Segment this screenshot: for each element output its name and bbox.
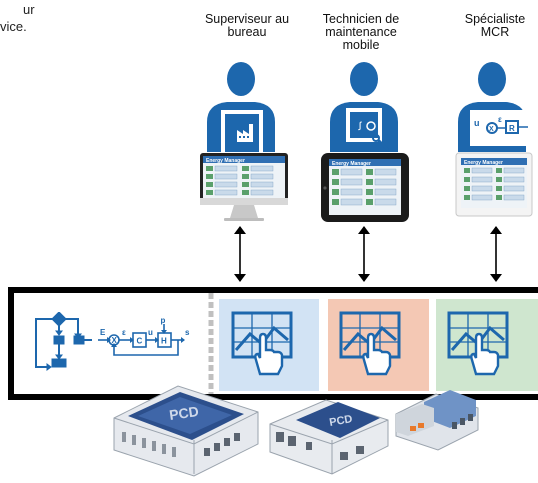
touch-screen-icon [230, 310, 296, 381]
tablet: Energy Manager [320, 152, 410, 224]
intro-line: vice. [0, 19, 27, 34]
role-label-line: maintenance [325, 25, 397, 39]
intro-line: ur [23, 2, 35, 17]
controller-hardware-modules [392, 386, 482, 459]
double-arrow-icon [356, 224, 372, 284]
supervisor-person-icon [205, 60, 281, 152]
svg-text:R: R [509, 124, 515, 133]
role-label-line: MCR [480, 25, 510, 39]
intro-text: ur vice. [0, 1, 60, 35]
technician-person-icon: ꭍ [326, 60, 402, 152]
controller-hardware-large: PCD [108, 378, 266, 483]
control-logic-diagram: E X ε C u p H s [30, 312, 208, 376]
screen-title: Energy Manager [464, 160, 503, 166]
role-label-supervisor: Superviseur au bureau [188, 13, 306, 39]
role-label-line: Superviseur au [204, 12, 290, 26]
role-label-line: bureau [227, 25, 267, 39]
svg-text:PCD: PCD [168, 403, 200, 423]
desktop-monitor: Energy Manager [198, 152, 290, 222]
block-label: X [112, 336, 118, 345]
controller-hardware-medium: PCD [266, 390, 394, 483]
svg-text:u: u [474, 118, 480, 128]
screen-title: Energy Manager [332, 161, 371, 167]
role-label-line: Technicien de [322, 12, 400, 26]
svg-text:ꭍ: ꭍ [358, 120, 362, 133]
role-label-specialist: Spécialiste MCR [440, 13, 538, 39]
role-label-technician: Technicien de maintenance mobile [306, 13, 416, 52]
signal-label: E [100, 328, 106, 337]
signal-label: ε [122, 328, 126, 337]
screen-title: Energy Manager [206, 158, 245, 164]
role-label-line: mobile [342, 38, 380, 52]
block-label: H [161, 337, 167, 346]
touch-screen-icon [446, 310, 512, 381]
specialist-person-icon: u X ε R [456, 60, 538, 152]
svg-text:PCD: PCD [328, 413, 353, 429]
signal-label: u [148, 328, 153, 337]
role-label-line: Spécialiste [464, 12, 526, 26]
svg-text:ε: ε [498, 115, 502, 124]
signal-label: p [161, 316, 166, 325]
touch-panel: Energy Manager [455, 152, 535, 218]
svg-text:X: X [489, 126, 494, 133]
double-arrow-icon [232, 224, 248, 284]
double-arrow-icon [488, 224, 504, 284]
signal-label: s [185, 328, 190, 337]
touch-screen-icon [338, 310, 404, 381]
block-label: C [137, 337, 143, 346]
